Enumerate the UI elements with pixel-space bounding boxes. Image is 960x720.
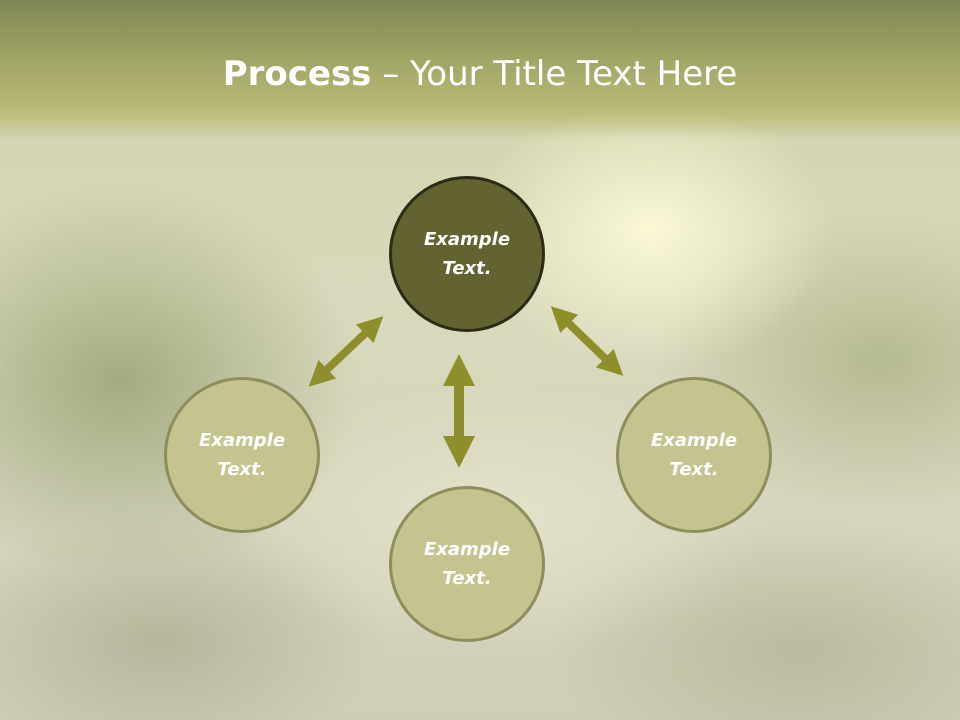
slide-title: Process – Your Title Text Here bbox=[0, 52, 960, 96]
right-node: Example Text. bbox=[616, 377, 772, 533]
left-node-label: Example Text. bbox=[198, 430, 286, 480]
title-bold: Process bbox=[222, 54, 372, 94]
double-arrow-left bbox=[308, 316, 384, 387]
title-rest: – Your Title Text Here bbox=[371, 54, 738, 94]
center-node-label: Example Text. bbox=[423, 229, 511, 279]
title-banner bbox=[0, 0, 960, 140]
bottom-node-label: Example Text. bbox=[423, 539, 511, 589]
right-node-label: Example Text. bbox=[650, 430, 738, 480]
center-node: Example Text. bbox=[389, 176, 545, 332]
bottom-node: Example Text. bbox=[389, 486, 545, 642]
left-node: Example Text. bbox=[164, 377, 320, 533]
double-arrow-right bbox=[550, 306, 624, 376]
